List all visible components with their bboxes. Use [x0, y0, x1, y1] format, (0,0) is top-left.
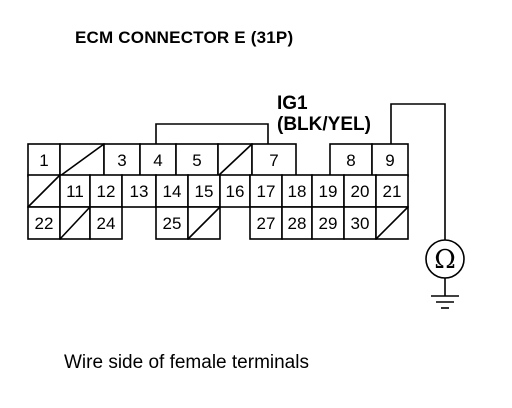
terminal-label-7: 7: [269, 151, 278, 170]
terminal-label-11: 11: [66, 182, 84, 201]
empty-slot-mark: [59, 143, 105, 177]
terminal-28: [281, 206, 313, 240]
terminal-label-8: 8: [346, 151, 355, 170]
terminal-20: [343, 174, 377, 208]
connector-title: ECM CONNECTOR E (31P): [75, 28, 294, 47]
empty-slot-mark: [375, 206, 409, 240]
terminal-label-24: 24: [97, 214, 116, 233]
meter-lead: [390, 103, 446, 240]
terminal-label-22: 22: [35, 214, 54, 233]
terminal-label-4: 4: [153, 151, 162, 170]
ohm-symbol: Ω: [434, 245, 456, 275]
terminal-19: [311, 174, 345, 208]
terminal-24: [89, 206, 123, 240]
terminal-label-18: 18: [288, 182, 307, 201]
terminal-13: [121, 174, 157, 208]
terminal-22: [27, 206, 61, 240]
terminal-label-12: 12: [97, 182, 116, 201]
terminal-21: [375, 174, 409, 208]
empty-slot-mark: [187, 206, 221, 240]
ground-icon: [431, 278, 459, 309]
terminal-17: [249, 174, 283, 208]
empty-slot-mark: [59, 206, 91, 240]
terminal-5: [175, 143, 219, 177]
terminal-label-19: 19: [319, 182, 338, 201]
terminal-side-caption: Wire side of female terminals: [64, 352, 309, 373]
empty-slot-mark: [27, 174, 61, 208]
terminal-label-25: 25: [163, 214, 182, 233]
terminal-label-1: 1: [39, 151, 48, 170]
terminal-label-16: 16: [226, 182, 245, 201]
terminal-label-21: 21: [383, 182, 402, 201]
terminal-label-29: 29: [319, 214, 338, 233]
terminal-label-14: 14: [163, 182, 182, 201]
terminal-label-5: 5: [192, 151, 201, 170]
terminal-label-15: 15: [195, 182, 214, 201]
terminal-27: [249, 206, 283, 240]
terminal-label-30: 30: [351, 214, 370, 233]
terminal-16: [219, 174, 251, 208]
wire-name-label: IG1: [277, 93, 308, 114]
terminal-25: [155, 206, 189, 240]
terminal-label-28: 28: [288, 214, 307, 233]
terminal-label-27: 27: [257, 214, 276, 233]
terminal-29: [311, 206, 345, 240]
terminal-label-3: 3: [117, 151, 126, 170]
terminal-14: [155, 174, 189, 208]
wire-color-label: (BLK/YEL): [277, 114, 371, 135]
terminal-label-17: 17: [257, 182, 276, 201]
empty-slot-mark: [217, 143, 253, 177]
terminal-label-13: 13: [130, 182, 149, 201]
terminal-18: [281, 174, 313, 208]
jumper-wire: [155, 123, 269, 144]
terminal-label-20: 20: [351, 182, 370, 201]
terminal-label-9: 9: [385, 151, 394, 170]
